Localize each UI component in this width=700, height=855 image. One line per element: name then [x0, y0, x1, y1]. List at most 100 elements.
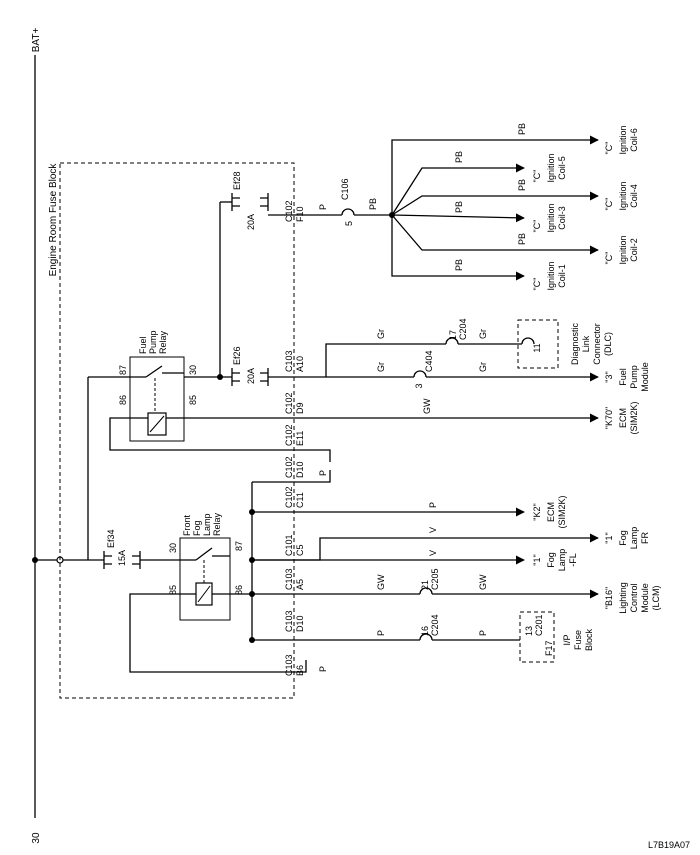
coil-5-tag: "C" — [532, 170, 542, 183]
coil-2-tag: "C" — [604, 252, 614, 265]
fuel-relay-pin85: 85 — [188, 395, 198, 405]
wire-fog-relay-85 — [129, 593, 307, 673]
wire-color-a5-fl: V — [428, 550, 438, 556]
wire-color-coil-2: PB — [517, 233, 527, 245]
c404-conn: C404 — [424, 350, 434, 372]
a5-pin: A5 — [295, 579, 305, 590]
ignition-coil-4: "C" Ignition Coil-4 — [604, 181, 639, 210]
wire-color-c204-dlc: Gr — [478, 329, 488, 339]
a5-conn: C103 — [284, 568, 294, 590]
wire-color-coil-4: PB — [517, 179, 527, 191]
d10a-pin: D10 — [295, 461, 305, 478]
fog-fl-line3: -FL — [568, 553, 578, 567]
fog-fl-tag: "1" — [532, 554, 542, 565]
engine-room-fuse-block — [59, 162, 295, 699]
dlc-line2: Link — [581, 335, 591, 352]
fog-relay-label-1: Front — [182, 514, 192, 536]
fuse-ef26: Ef26 20A — [231, 346, 269, 386]
wire-color-coil-5: PB — [454, 151, 464, 163]
c204a-conn: C204 — [458, 318, 468, 340]
wire-ign-coil-2 — [391, 214, 599, 255]
diagram-code: L7B19A07 — [648, 840, 690, 850]
fog-relay-pin87: 87 — [234, 541, 244, 551]
engine-block-title: Engine Room Fuse Block — [48, 163, 59, 277]
wire-color-e11-d10: P — [318, 470, 328, 476]
k70-line1: ECM — [618, 408, 628, 428]
junction-fuel-relay-30 — [217, 374, 223, 380]
coil-4-line2: Coil-4 — [629, 184, 639, 208]
k2-line2: (SIM2K) — [557, 495, 567, 528]
e11-pin: E11 — [295, 431, 305, 446]
fuel-pump-line2: Pump — [629, 365, 639, 389]
wire-ign-coil-4 — [391, 191, 599, 216]
ip-fuse-line1: I/P — [562, 634, 572, 645]
wire-color-b6: P — [318, 666, 328, 672]
coil-6-tag: "C" — [604, 142, 614, 155]
d10a-conn: C102 — [284, 456, 294, 478]
fog-fl-line1: Fog — [546, 552, 556, 568]
coil-1-tag: "C" — [532, 278, 542, 291]
ip-fuse-line2: Fuse — [573, 630, 583, 650]
wire-fuel-relay-86 — [109, 417, 331, 462]
fog-relay-pin85: 85 — [168, 585, 178, 595]
ignition-coil-1: "C" Ignition Coil-1 — [532, 261, 567, 290]
wire-bus-d10a — [252, 470, 331, 483]
b6-pin: B6 — [295, 665, 305, 676]
c204a-pin: 17 — [448, 330, 458, 340]
fog-fr-tag: "1" — [604, 532, 614, 543]
front-fog-relay: Front Fog Lamp Relay 30 87 85 86 — [168, 512, 244, 621]
coil-4-tag: "C" — [604, 198, 614, 211]
wire-color-coil-3: PB — [454, 201, 464, 213]
k2-tag: "K2" — [532, 503, 542, 520]
lcm-line2: Control — [629, 583, 639, 612]
fog-relay-label-2: Fog — [192, 520, 202, 536]
wire-color-a10-dlc: Gr — [376, 329, 386, 339]
fuel-relay-pin87: 87 — [118, 365, 128, 375]
c106-pin: 5 — [344, 221, 354, 226]
connector-c205 — [419, 587, 433, 595]
coil-1-line1: Ignition — [546, 261, 556, 290]
connector-c204-ip — [419, 633, 433, 641]
wire-color-c106: PB — [368, 198, 378, 210]
fog-fr-line1: Fog — [618, 530, 628, 546]
ground-label: 30 — [31, 832, 42, 844]
fog-relay-label-3: Lamp — [202, 513, 212, 536]
fog-lamp-fr: "1" Fog Lamp FR — [604, 527, 650, 550]
c106-conn: C106 — [340, 178, 350, 200]
coil-6-line2: Coil-6 — [629, 128, 639, 152]
k70-tag: "K70" — [604, 407, 614, 429]
wire-color-c204-ip: P — [478, 630, 488, 636]
wire-color-coil-1: PB — [454, 259, 464, 271]
fuel-relay-label-3: Relay — [158, 330, 168, 354]
wire-a10-dlc — [325, 343, 446, 377]
ip-fuse-box — [519, 611, 555, 663]
dlc-connector-box — [517, 319, 559, 369]
ef26-rating: 20A — [246, 368, 256, 384]
c204b-conn: C204 — [430, 614, 440, 636]
ip-fuse-block: I/P Fuse Block — [562, 629, 594, 652]
ignition-coil-3: "C" Ignition Coil-3 — [532, 203, 567, 232]
fog-relay-pin86: 86 — [234, 585, 244, 595]
e11-conn: C102 — [284, 424, 294, 446]
connector-c106 — [341, 208, 355, 216]
dlc-line3: Connector — [592, 323, 602, 365]
coil-3-line1: Ignition — [546, 203, 556, 232]
ignition-coil-2: "C" Ignition Coil-2 — [604, 235, 639, 264]
d10b-pin: D10 — [295, 615, 305, 632]
fog-fr-line2: Lamp — [629, 527, 639, 550]
fuel-pump-line1: Fuel — [618, 368, 628, 386]
b6-conn: C103 — [284, 654, 294, 676]
c11-pin: C11 — [295, 492, 305, 508]
f10-conn: C102 — [284, 200, 294, 222]
dlc-label: Diagnostic Link Connector (DLC) — [570, 322, 613, 365]
connector-c204-dlc — [445, 337, 459, 345]
fog-relay-label-4: Relay — [212, 512, 222, 536]
c204b-pin: 16 — [420, 626, 430, 636]
c201-pin: 13 — [524, 626, 534, 636]
dlc-pin: 11 — [532, 343, 542, 352]
lcm-line3: Module — [640, 583, 650, 613]
fog-fl-line2: Lamp — [557, 549, 567, 572]
ef34-rating: 15A — [117, 550, 127, 566]
fuel-pump-line3: Module — [640, 362, 650, 392]
